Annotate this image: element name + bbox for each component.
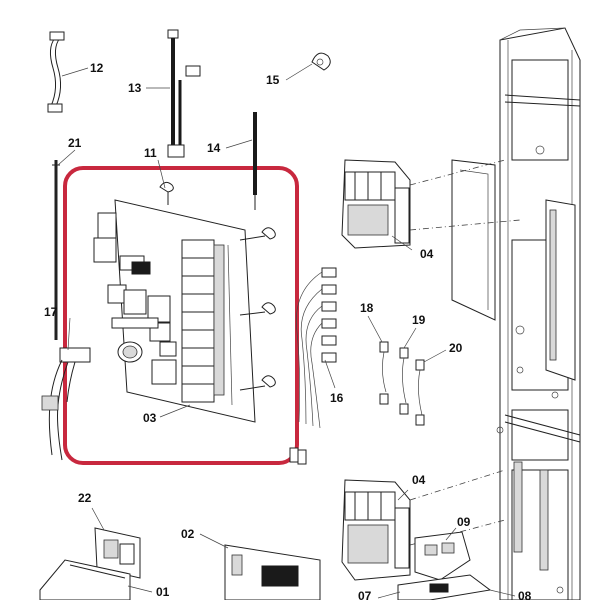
standoff-clip — [239, 302, 276, 316]
sensor-lead-19 — [399, 347, 409, 415]
callout-07: 07 — [358, 589, 372, 600]
callout-19: 19 — [412, 313, 426, 327]
callout-04-lower: 04 — [412, 473, 426, 487]
callout-leaders — [57, 63, 516, 599]
jumper-leads — [289, 267, 337, 465]
callout-03: 03 — [143, 411, 157, 425]
contactor-module-upper — [341, 159, 411, 249]
display-board — [224, 544, 321, 600]
callout-18: 18 — [360, 301, 374, 315]
lower-housing — [39, 559, 131, 600]
cable-clip — [311, 52, 331, 71]
wire-harness — [167, 29, 201, 158]
callout-16: 16 — [330, 391, 344, 405]
ribbon-cable — [47, 31, 65, 113]
sensor-rod — [52, 160, 60, 340]
callout-21: 21 — [68, 136, 82, 150]
relay-circuit-board — [93, 181, 276, 423]
callout-12: 12 — [90, 61, 104, 75]
sensor-lead-20 — [415, 359, 425, 426]
callout-13: 13 — [128, 81, 142, 95]
callout-09: 09 — [457, 515, 471, 529]
callout-22: 22 — [78, 491, 92, 505]
connector-harness — [41, 347, 91, 461]
callout-01: 01 — [156, 585, 170, 599]
callout-17: 17 — [44, 305, 58, 319]
standoff-clip — [239, 227, 276, 241]
mounting-rail-frame — [451, 27, 581, 600]
contactor-module-lower — [341, 479, 411, 581]
terminal-block — [397, 531, 492, 600]
callout-15: 15 — [266, 73, 280, 87]
callout-14: 14 — [207, 141, 221, 155]
sensor-lead-18 — [379, 341, 389, 405]
callout-04-upper: 04 — [420, 247, 434, 261]
highlight-frame — [63, 166, 299, 465]
callout-02: 02 — [181, 527, 195, 541]
mounting-bracket — [94, 527, 141, 579]
callout-labels: 12 13 15 14 21 11 03 17 16 04 04 18 19 2… — [44, 61, 532, 600]
callout-20: 20 — [449, 341, 463, 355]
callout-11: 11 — [144, 146, 157, 160]
standoff-clip — [159, 181, 174, 205]
relay-stack — [181, 239, 233, 406]
callout-08: 08 — [518, 589, 532, 600]
standoff-clip — [239, 375, 276, 391]
